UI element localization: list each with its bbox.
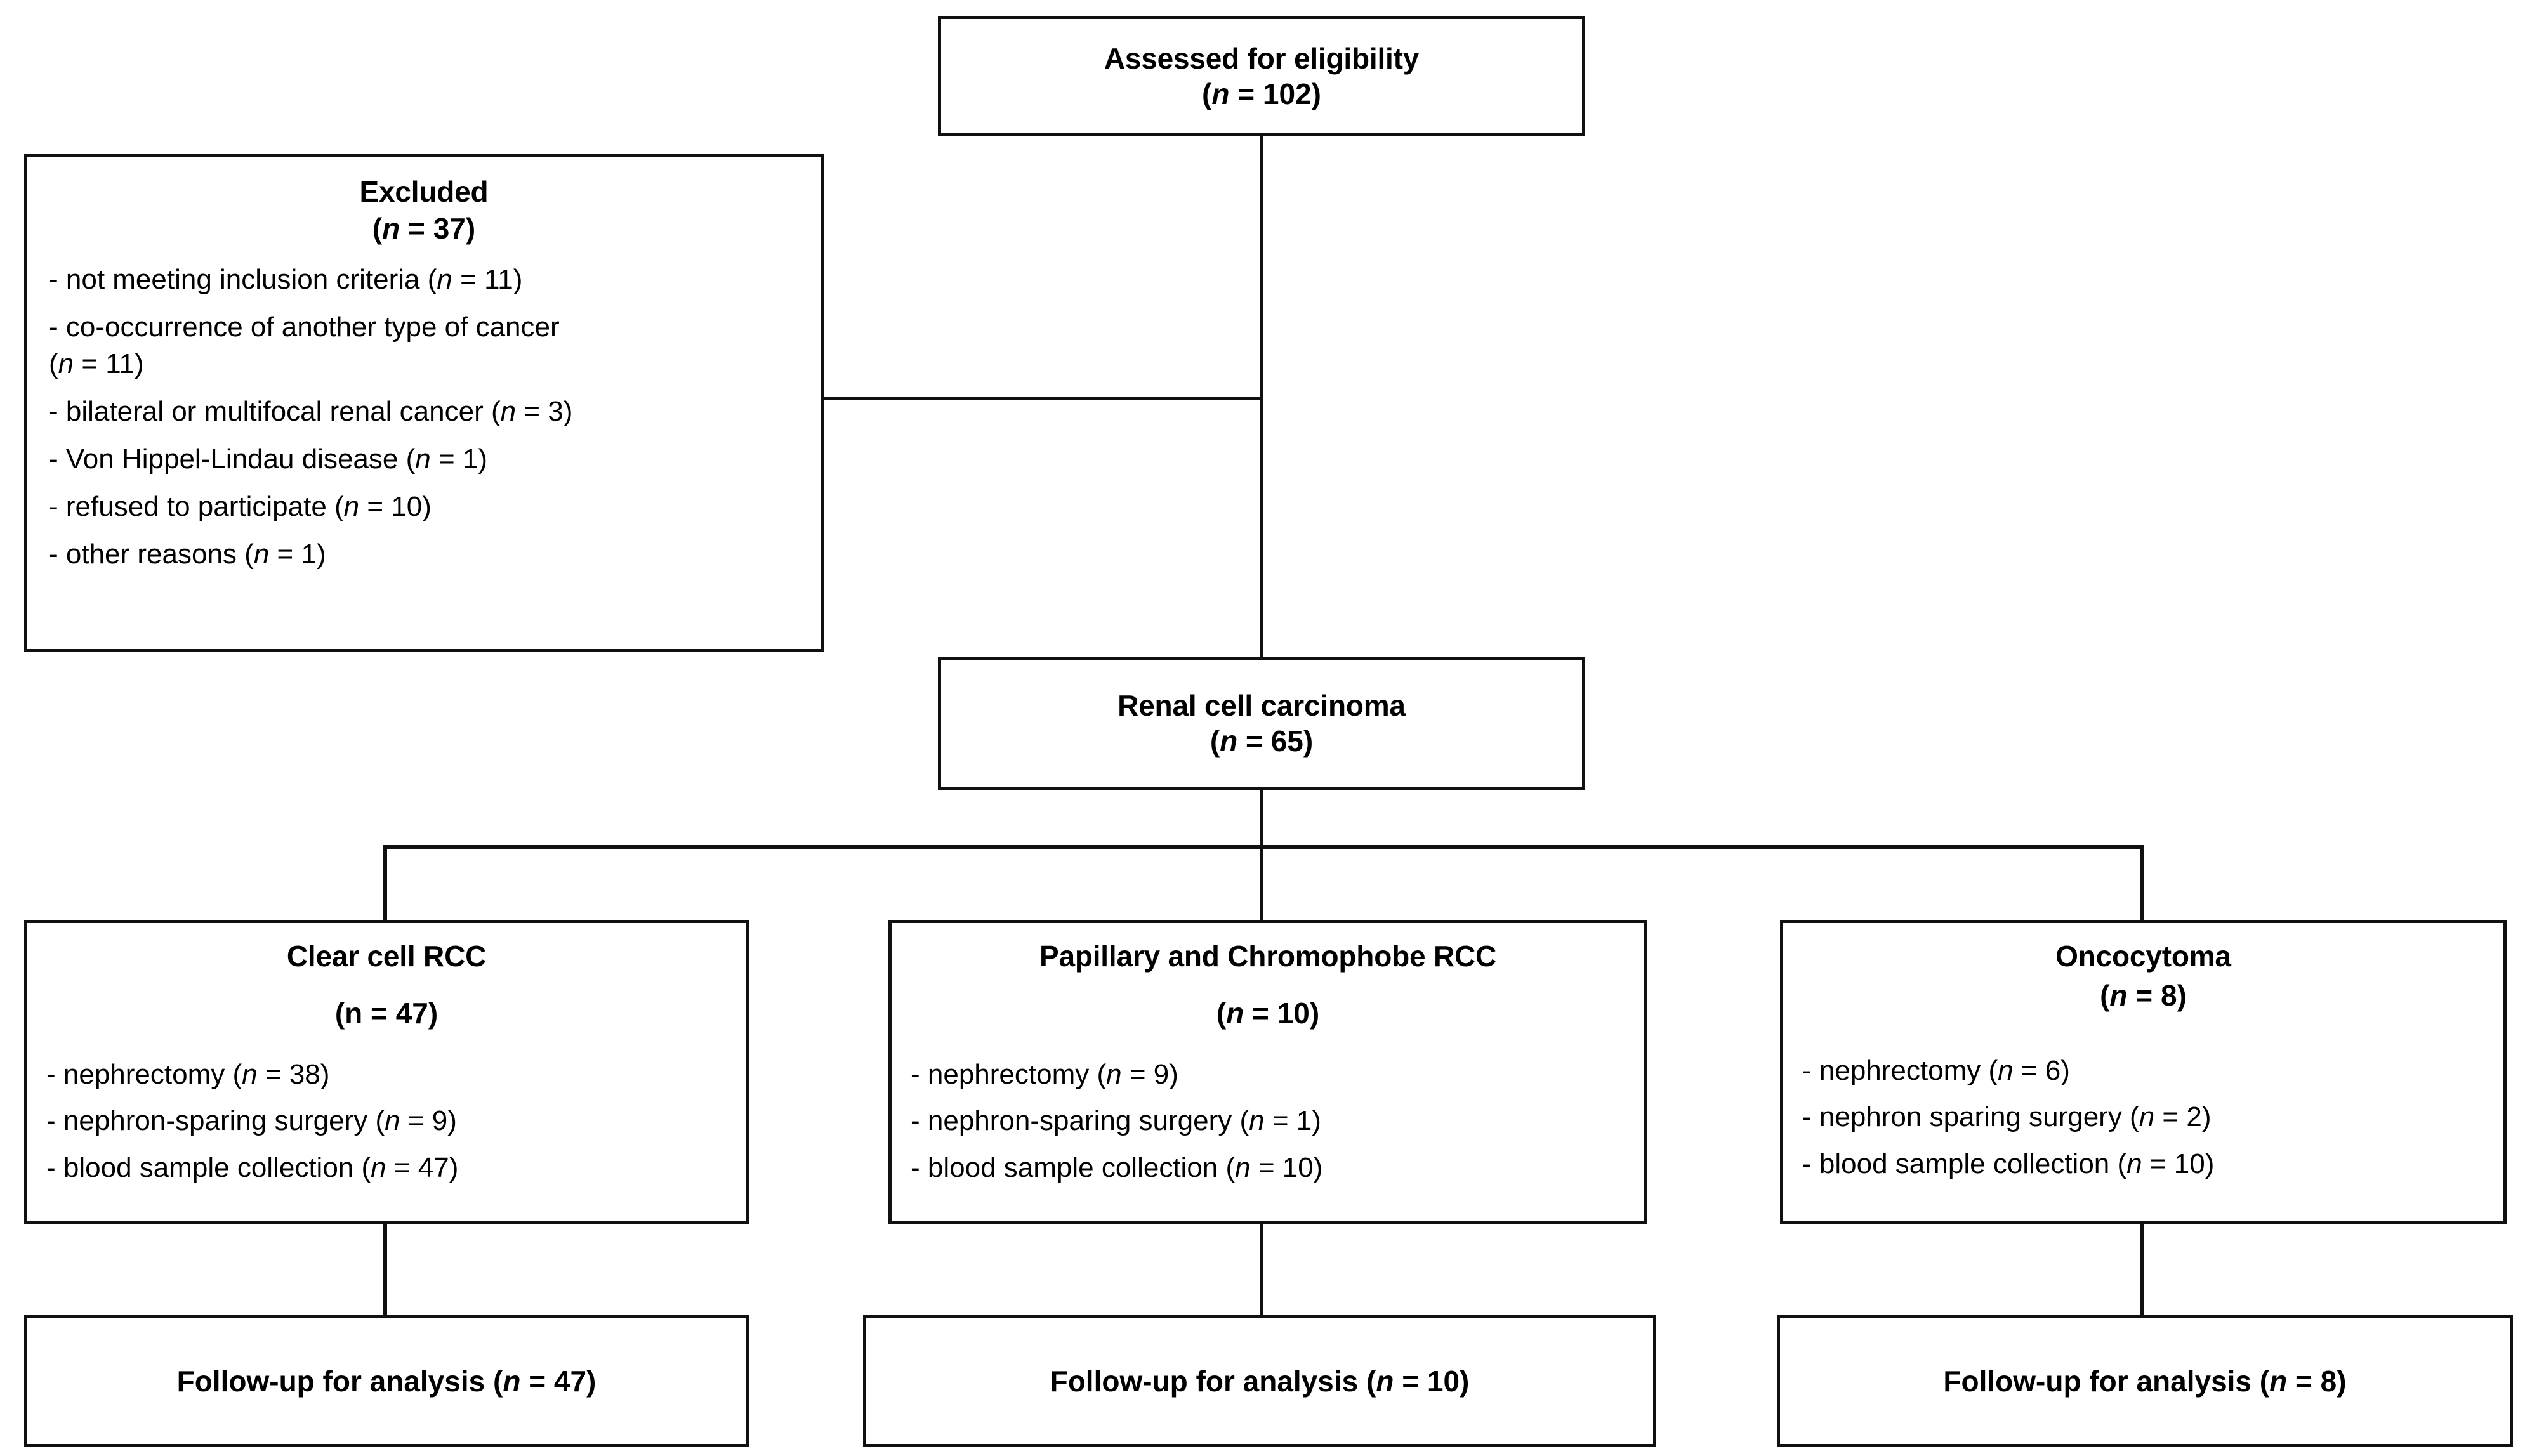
list-item: - nephron-sparing surgery (n = 9) (46, 1105, 457, 1137)
oncocytoma-item-list: - nephrectomy (n = 6) - nephron sparing … (1802, 1053, 2484, 1182)
papillary-count: (n = 10) (1216, 997, 1320, 1030)
box-renal-cell-carcinoma: Renal cell carcinoma (n = 65) (938, 657, 1585, 790)
list-item: - nephrectomy (n = 38) (46, 1059, 330, 1091)
papillary-item-list: - nephrectomy (n = 9) - nephron-sparing … (911, 1056, 1625, 1186)
rcc-title: Renal cell carcinoma (1117, 688, 1406, 722)
list-item: - other reasons (n = 1) (49, 539, 326, 570)
connector-bus-to-clear-cell (383, 845, 387, 922)
clear-cell-item-list: - nephrectomy (n = 38) - nephron-sparing… (46, 1056, 727, 1186)
box-assessed-for-eligibility: Assessed for eligibility (n = 102) (938, 16, 1585, 136)
box-papillary-chromophobe-rcc: Papillary and Chromophobe RCC (n = 10) -… (888, 920, 1647, 1224)
list-item: - refused to participate (n = 10) (49, 491, 432, 523)
box-followup-papillary: Follow-up for analysis (n = 10) (863, 1315, 1656, 1447)
oncocytoma-title: Oncocytoma (2055, 940, 2231, 973)
connector-clear-cell-to-followup (383, 1223, 387, 1317)
connector-excluded-branch (822, 397, 1262, 400)
list-item: - blood sample collection (n = 47) (46, 1151, 459, 1183)
box-oncocytoma: Oncocytoma (n = 8) - nephrectomy (n = 6)… (1780, 920, 2507, 1224)
clear-cell-title: Clear cell RCC (286, 940, 487, 973)
list-item: - nephron sparing surgery (n = 2) (1802, 1101, 2212, 1133)
assessed-title: Assessed for eligibility (1104, 41, 1420, 75)
list-item: - blood sample collection (n = 10) (1802, 1148, 2215, 1179)
box-followup-clear-cell: Follow-up for analysis (n = 47) (24, 1315, 749, 1447)
list-item-continuation: (n = 11) (49, 348, 144, 379)
clear-cell-count: (n = 47) (334, 997, 438, 1030)
list-item: - Von Hippel-Lindau disease (n = 1) (49, 443, 488, 475)
connector-papillary-to-followup (1260, 1223, 1263, 1317)
connector-group-bus (383, 845, 2144, 849)
list-item: - blood sample collection (n = 10) (911, 1151, 1323, 1183)
excluded-count: (n = 37) (372, 212, 476, 246)
box-clear-cell-rcc: Clear cell RCC (n = 47) - nephrectomy (n… (24, 920, 749, 1224)
followup-papillary-label: Follow-up for analysis (n = 10) (1050, 1365, 1470, 1398)
list-item: - co-occurrence of another type of cance… (49, 312, 560, 343)
list-item: - nephrectomy (n = 9) (911, 1059, 1178, 1091)
assessed-count: (n = 102) (1202, 77, 1321, 110)
connector-bus-to-papillary (1260, 845, 1263, 922)
connector-oncocytoma-to-followup (2140, 1223, 2144, 1317)
rcc-count: (n = 65) (1210, 725, 1314, 758)
list-item: - bilateral or multifocal renal cancer (… (49, 395, 573, 427)
list-item: - nephrectomy (n = 6) (1802, 1055, 2070, 1087)
excluded-reason-list: - not meeting inclusion criteria (n = 11… (49, 261, 799, 572)
excluded-title: Excluded (359, 175, 489, 208)
followup-clear-cell-label: Follow-up for analysis (n = 47) (176, 1365, 597, 1398)
connector-bus-to-oncocytoma (2140, 845, 2144, 922)
papillary-title: Papillary and Chromophobe RCC (1039, 940, 1497, 973)
box-followup-oncocytoma: Follow-up for analysis (n = 8) (1777, 1315, 2513, 1447)
box-excluded: Excluded (n = 37) - not meeting inclusio… (24, 154, 824, 652)
oncocytoma-count: (n = 8) (2100, 979, 2187, 1013)
list-item: - nephron-sparing surgery (n = 1) (911, 1105, 1321, 1137)
followup-oncocytoma-label: Follow-up for analysis (n = 8) (1943, 1365, 2347, 1398)
list-item: - not meeting inclusion criteria (n = 11… (49, 264, 523, 296)
connector-assessed-to-rcc (1260, 134, 1263, 658)
